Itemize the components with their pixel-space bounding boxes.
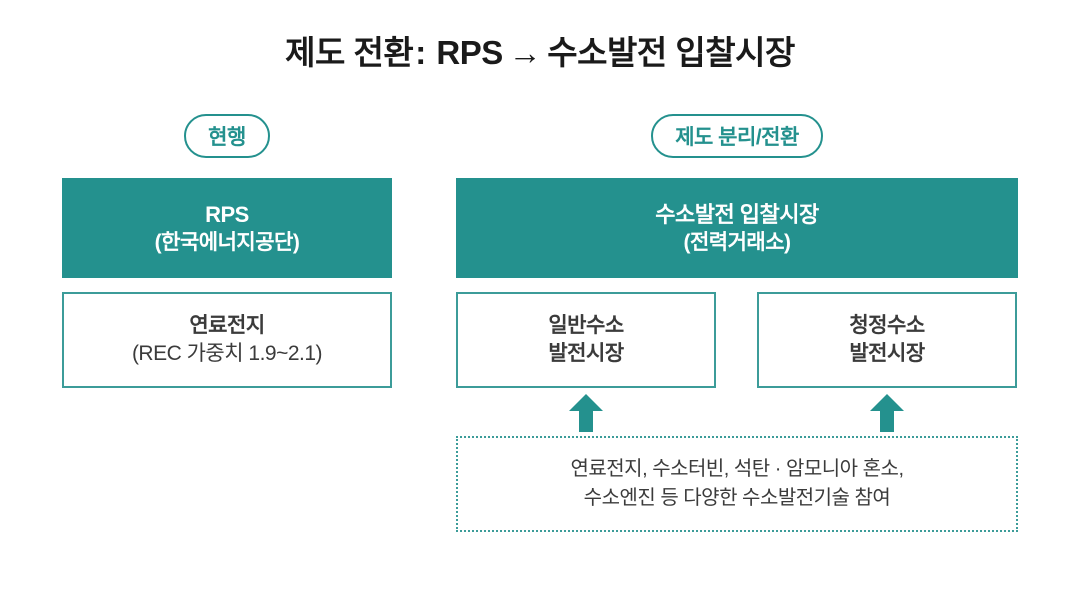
clean-hydrogen-line2: 발전시장	[849, 342, 925, 365]
rps-header-line1: RPS	[205, 201, 249, 227]
page-title: 제도 전환: RPS→수소발전 입찰시장	[0, 26, 1080, 74]
rps-header-line2: (한국에너지공단)	[154, 230, 300, 254]
up-arrow-icon	[870, 394, 904, 432]
fuel-cell-line1: 연료전지	[189, 313, 265, 337]
badge-current: 현행	[184, 114, 270, 158]
hydrogen-header-line1: 수소발전 입찰시장	[655, 201, 819, 227]
title-from: RPS	[436, 34, 503, 71]
rps-header-box: RPS (한국에너지공단)	[62, 178, 392, 278]
right-badge-row: 제도 분리/전환	[456, 112, 1018, 160]
title-colon: :	[415, 34, 426, 71]
arrow-row	[456, 388, 1018, 436]
fuel-cell-line2: (REC 가중치 1.9~2.1)	[131, 342, 323, 365]
technology-note-line2: 수소엔진 등 다양한 수소발전기술 참여	[583, 487, 891, 509]
clean-hydrogen-market-box: 청정수소 발전시장	[757, 292, 1017, 388]
badge-separation-transition: 제도 분리/전환	[651, 114, 823, 158]
fuel-cell-box: 연료전지 (REC 가중치 1.9~2.1)	[62, 292, 392, 388]
up-arrow-icon	[569, 394, 603, 432]
title-arrow-icon: →	[508, 34, 542, 71]
technology-note-line1: 연료전지, 수소터빈, 석탄 · 암모니아 혼소,	[570, 458, 904, 480]
left-badge-row: 현행	[62, 112, 392, 160]
general-hydrogen-line2: 발전시장	[548, 342, 624, 365]
title-to: 수소발전 입찰시장	[547, 34, 795, 71]
title-prefix: 제도 전환	[285, 34, 414, 71]
hydrogen-bidding-market-header-box: 수소발전 입찰시장 (전력거래소)	[456, 178, 1018, 278]
clean-hydrogen-line1: 청정수소	[849, 313, 925, 337]
technology-note-box: 연료전지, 수소터빈, 석탄 · 암모니아 혼소, 수소엔진 등 다양한 수소발…	[456, 436, 1018, 532]
general-hydrogen-line1: 일반수소	[548, 313, 624, 337]
market-box-row: 일반수소 발전시장 청정수소 발전시장	[456, 292, 1018, 388]
left-box-row: 연료전지 (REC 가중치 1.9~2.1)	[62, 292, 392, 388]
general-hydrogen-market-box: 일반수소 발전시장	[456, 292, 716, 388]
hydrogen-header-line2: (전력거래소)	[683, 230, 791, 254]
left-column: 현행 RPS (한국에너지공단) 연료전지 (REC 가중치 1.9~2.1)	[62, 112, 392, 388]
right-column: 제도 분리/전환 수소발전 입찰시장 (전력거래소) 일반수소 발전시장 청정수…	[456, 112, 1018, 532]
